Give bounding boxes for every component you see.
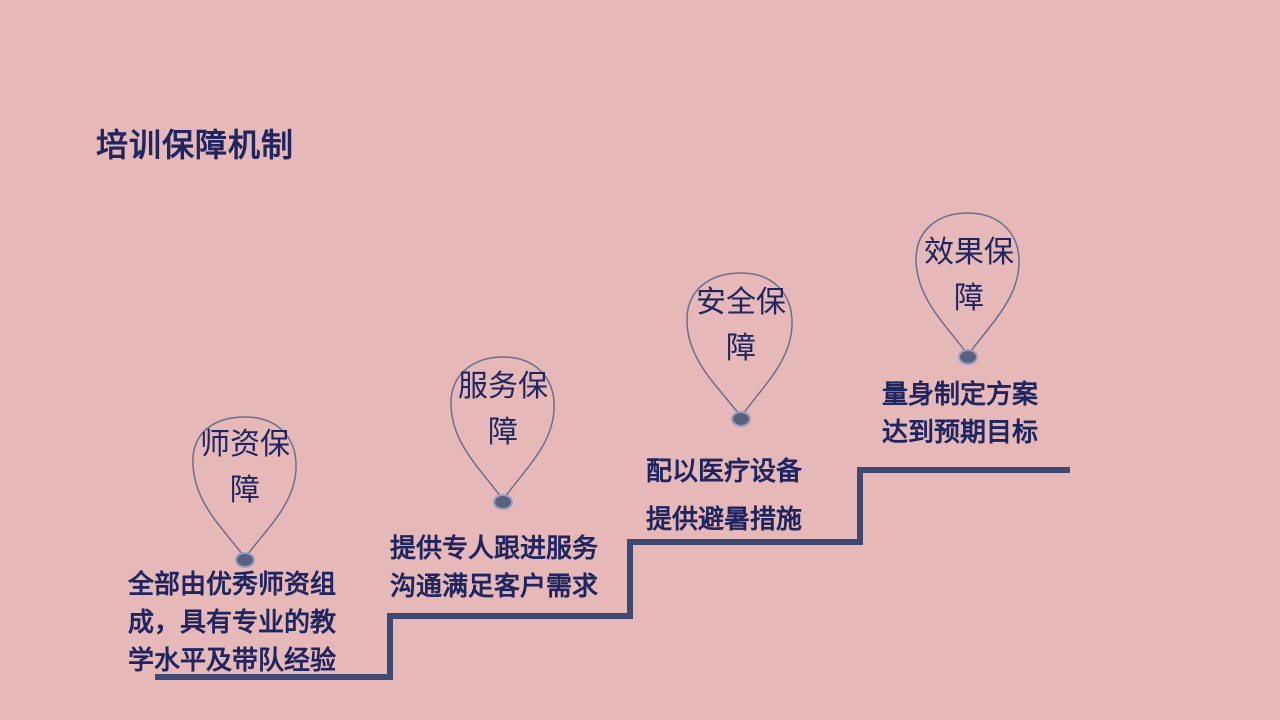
step-3-description: 配以医疗设备 提供避暑措施 — [646, 448, 802, 544]
step-1-heading-line-2: 障 — [230, 473, 260, 508]
step-2-heading-line-1: 服务保 — [458, 369, 548, 404]
map-pin-icon — [915, 212, 1020, 365]
step-4-heading-line-2: 障 — [954, 281, 984, 316]
step-1-heading-line-1: 师资保 — [200, 427, 290, 462]
step-3-heading-line-1: 安全保 — [696, 285, 786, 320]
step-1-description: 全部由优秀师资组 成，具有专业的教 学水平及带队经验 — [128, 566, 336, 680]
step-1-desc-line-1: 全部由优秀师资组 — [128, 570, 337, 600]
step-4-description: 量身制定方案 达到预期目标 — [882, 376, 1038, 452]
slide-title: 培训保障机制 — [96, 126, 295, 164]
step-4-heading-line-1: 效果保 — [924, 235, 1014, 270]
map-pin-icon — [686, 272, 793, 427]
step-4-heading: 效果保 障 — [914, 230, 1024, 322]
step-3-desc-line-2: 提供避暑措施 — [646, 505, 803, 535]
step-2-heading-line-2: 障 — [488, 415, 518, 450]
step-4-desc-line-1: 量身制定方案 — [882, 380, 1039, 410]
step-2-desc-line-2: 沟通满足客户需求 — [390, 572, 599, 602]
step-2-description: 提供专人跟进服务 沟通满足客户需求 — [390, 530, 598, 606]
step-3-desc-line-1: 配以医疗设备 — [646, 457, 803, 487]
staircase-line — [155, 467, 1070, 680]
step-2-desc-line-1: 提供专人跟进服务 — [390, 534, 599, 564]
step-3-heading: 安全保 障 — [686, 280, 796, 372]
step-2-heading: 服务保 障 — [448, 364, 558, 456]
step-4-desc-line-2: 达到预期目标 — [882, 418, 1039, 448]
map-pin-icon — [192, 416, 297, 568]
step-1-desc-line-2: 成，具有专业的教 — [128, 608, 337, 638]
step-1-desc-line-3: 学水平及带队经验 — [128, 646, 337, 676]
map-pin-icon — [450, 356, 555, 510]
step-3-heading-line-2: 障 — [726, 331, 756, 366]
step-1-heading: 师资保 障 — [190, 422, 300, 514]
